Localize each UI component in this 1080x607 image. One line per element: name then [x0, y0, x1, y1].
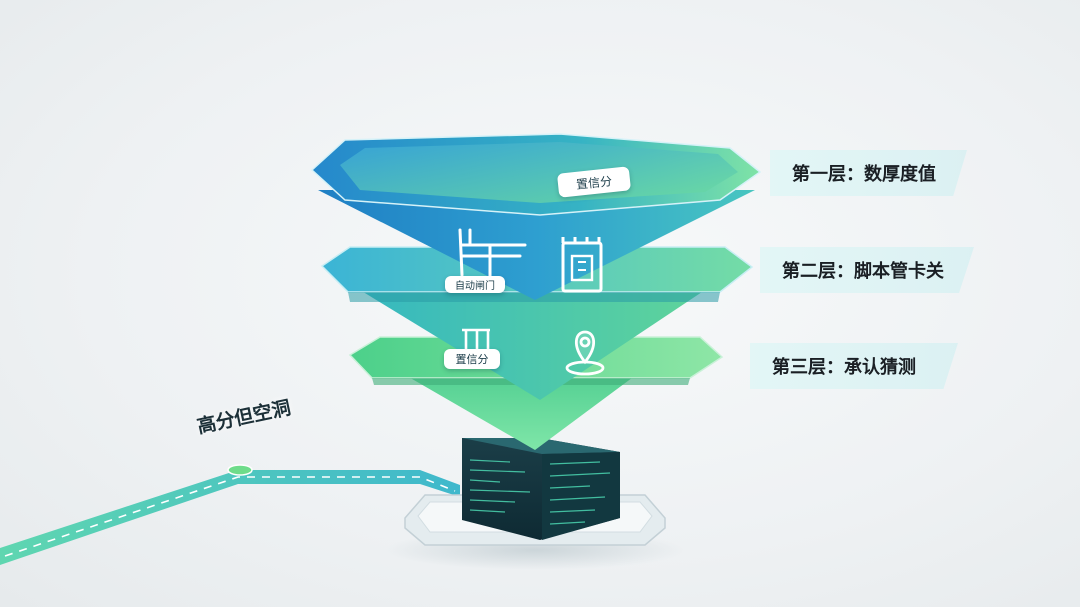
- gate-icon: [561, 237, 603, 293]
- auto-gate-tag: 自动闸门: [445, 276, 505, 293]
- confidence-tag-bottom: 置信分: [444, 349, 500, 369]
- location-pin-icon: [565, 330, 605, 376]
- pillars-icon: [462, 328, 490, 352]
- layer-label-3: 第三层：承认猜测: [750, 343, 958, 389]
- funnel-layer-1: [310, 133, 762, 300]
- code-cube-icon: [462, 438, 620, 540]
- road-marker-icon: [227, 464, 253, 476]
- road-path: [0, 464, 460, 565]
- layer-label-2: 第二层：脚本管卡关: [760, 247, 974, 293]
- layer-label-1: 第一层：数厚度值: [770, 150, 967, 196]
- caliper-icon: [458, 228, 527, 284]
